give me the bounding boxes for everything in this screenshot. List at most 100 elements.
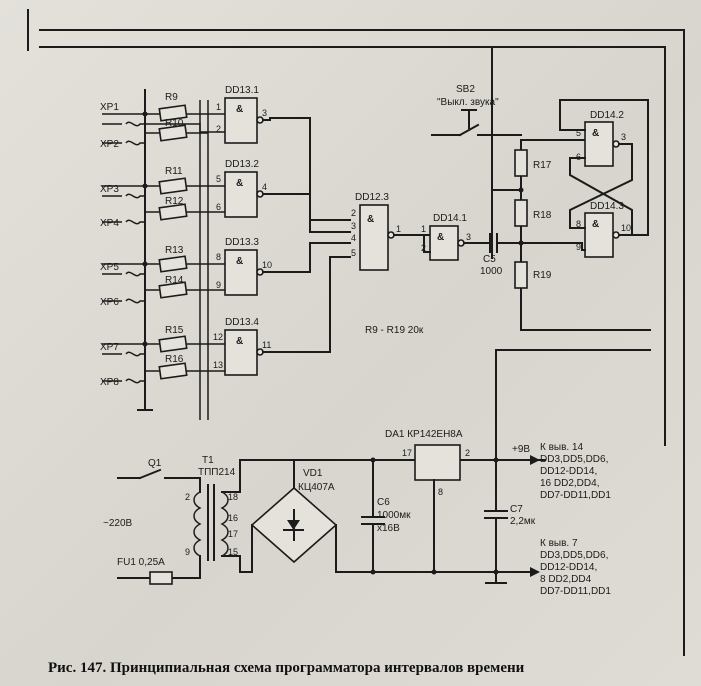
connector-xp5: XP5 — [100, 262, 119, 273]
svg-text:VD1: VD1 — [303, 468, 323, 479]
resistor-r17 — [514, 149, 528, 177]
svg-text:DD14.2: DD14.2 — [590, 110, 624, 121]
svg-text:C6: C6 — [377, 497, 390, 508]
pin-label: 5 — [216, 174, 221, 184]
connector-xp6: XP6 — [100, 297, 119, 308]
gate-dd14-1: & DD14.1 — [429, 213, 467, 261]
svg-text:T1: T1 — [202, 455, 214, 466]
svg-text:DD7-DD11,DD1: DD7-DD11,DD1 — [540, 586, 611, 597]
svg-text:&: & — [367, 214, 374, 225]
svg-text:&: & — [236, 178, 243, 189]
svg-text:К выв. 14: К выв. 14 — [540, 442, 584, 453]
svg-text:DD12-DD14,: DD12-DD14, — [540, 562, 597, 573]
svg-text:КЦ407А: КЦ407А — [298, 482, 335, 493]
transformer-t1: T1 ТПП214 2 9 18 16 17 15 — [185, 455, 295, 573]
svg-text:16: 16 — [228, 513, 238, 523]
pin-label: 2 — [216, 124, 221, 134]
svg-text:16 DD2,DD4,: 16 DD2,DD4, — [540, 478, 599, 489]
resistor-r19 — [514, 261, 528, 289]
svg-text:2: 2 — [185, 492, 190, 502]
label-plus9v: +9В — [512, 444, 530, 455]
arrow-icon — [530, 455, 540, 465]
svg-text:DD13.3: DD13.3 — [225, 237, 259, 248]
resistor-r9 — [158, 104, 188, 122]
svg-text:18: 18 — [228, 492, 238, 502]
pin-label: 4 — [351, 233, 356, 243]
resistor-r16 — [158, 362, 188, 380]
svg-text:"Выкл. звука": "Выкл. звука" — [437, 97, 499, 108]
power-note-bottom: К выв. 7 DD3,DD5,DD6, DD12-DD14, 8 DD2,D… — [540, 538, 611, 597]
connector-xp8: XP8 — [100, 377, 119, 388]
svg-text:8: 8 — [438, 487, 443, 497]
label-r19: R19 — [533, 270, 552, 281]
gate-dd13-1: & DD13.1 — [224, 85, 264, 144]
switch-q1: Q1 — [117, 458, 201, 493]
svg-text:DD3,DD5,DD6,: DD3,DD5,DD6, — [540, 454, 608, 465]
svg-text:DD12.3: DD12.3 — [355, 192, 389, 203]
capacitor-c7: C7 2,2мк — [484, 459, 536, 573]
pin-label: 12 — [213, 332, 223, 342]
svg-text:DD12-DD14,: DD12-DD14, — [540, 466, 597, 477]
svg-text:DA1 КР142ЕН8А: DA1 КР142ЕН8А — [385, 429, 463, 440]
svg-text:Q1: Q1 — [148, 458, 162, 469]
pin-label: 8 — [216, 252, 221, 262]
label-r16: R16 — [165, 354, 184, 365]
svg-text:9: 9 — [185, 547, 190, 557]
connector-xp4: XP4 — [100, 218, 119, 229]
svg-text:2,2мк: 2,2мк — [510, 516, 536, 527]
label-r14: R14 — [165, 275, 184, 286]
capacitor-c5: C5 1000 — [463, 233, 583, 277]
connector-xp3: XP3 — [100, 184, 119, 195]
diode-bridge-vd1: VD1 КЦ407А — [250, 459, 374, 573]
pin-label: 13 — [213, 360, 223, 370]
svg-text:FU1 0,25А: FU1 0,25А — [117, 557, 165, 568]
svg-text:&: & — [236, 104, 243, 115]
svg-text:C7: C7 — [510, 504, 523, 515]
svg-text:ТПП214: ТПП214 — [198, 467, 236, 478]
svg-text:17: 17 — [402, 448, 412, 458]
pin-label: 10 — [262, 260, 272, 270]
gate-dd14-2: & DD14.2 — [584, 110, 624, 167]
label-r15: R15 — [165, 325, 184, 336]
resistor-r15 — [158, 335, 188, 353]
pin-label: 5 — [576, 128, 581, 138]
capacitor-c6: C6 1000мк х16В — [361, 459, 411, 573]
label-r12: R12 — [165, 196, 184, 207]
regulator-da1: DA1 КР142ЕН8А 17 2 8 — [385, 429, 470, 573]
connector-xp1: XP1 — [100, 102, 119, 113]
pin-label: 3 — [466, 232, 471, 242]
gate-dd12-3: & DD12.3 — [355, 192, 395, 271]
svg-text:DD13.1: DD13.1 — [225, 85, 259, 96]
resistor-r10 — [158, 124, 188, 142]
svg-text:15: 15 — [228, 547, 238, 557]
svg-text:&: & — [592, 219, 599, 230]
power-note-top: К выв. 14 DD3,DD5,DD6, DD12-DD14, 16 DD2… — [540, 442, 611, 501]
pin-label: 3 — [621, 132, 626, 142]
pin-label: 9 — [576, 242, 581, 252]
svg-text:DD3,DD5,DD6,: DD3,DD5,DD6, — [540, 550, 608, 561]
pin-label: 1 — [421, 224, 426, 234]
label-r10: R10 — [165, 118, 184, 129]
svg-text:&: & — [437, 232, 444, 243]
svg-text:17: 17 — [228, 529, 238, 539]
label-mains: ~220В — [103, 518, 133, 529]
svg-text:DD13.4: DD13.4 — [225, 317, 259, 328]
resistor-r12 — [158, 203, 188, 221]
svg-text:К выв. 7: К выв. 7 — [540, 538, 578, 549]
figure-caption: Рис. 147. Принципиальная схема программа… — [48, 660, 525, 676]
resistor-r13 — [158, 255, 188, 273]
gate-dd14-3: & DD14.3 — [584, 201, 624, 258]
pin-label: 8 — [576, 219, 581, 229]
arrow-icon — [530, 567, 540, 577]
switch-sb2: SB2 "Выкл. звука" — [431, 84, 522, 137]
resistor-r14 — [158, 281, 188, 299]
svg-text:SB2: SB2 — [456, 84, 475, 95]
pin-label: 2 — [351, 208, 356, 218]
svg-text:DD14.1: DD14.1 — [433, 213, 467, 224]
pin-label: 3 — [262, 108, 267, 118]
pin-label: 11 — [262, 340, 271, 350]
connector-xp2: XP2 — [100, 139, 119, 150]
fuse-fu1: FU1 0,25А — [117, 555, 201, 585]
